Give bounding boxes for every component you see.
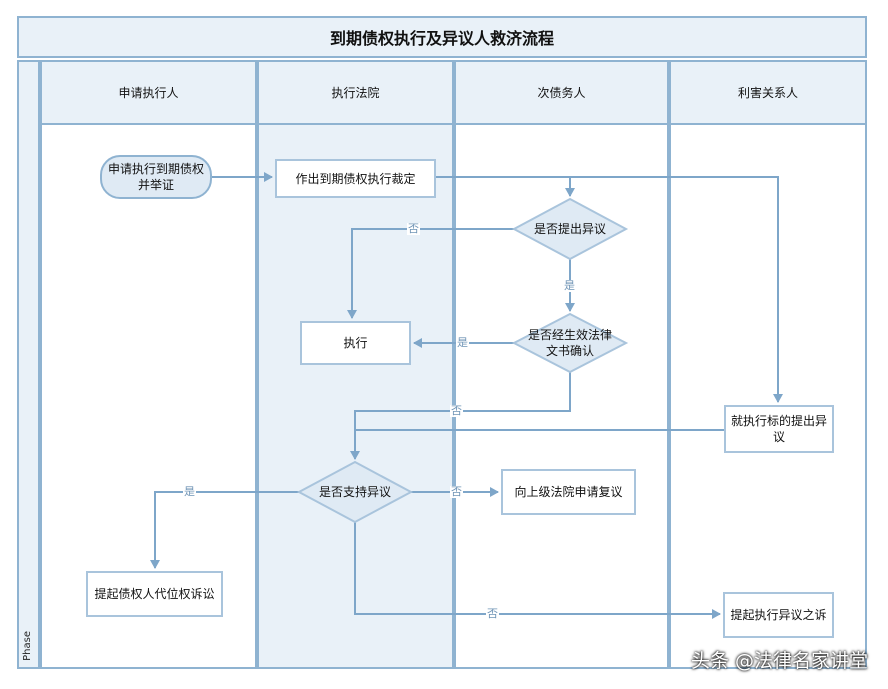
lane-header: 利害关系人 xyxy=(671,62,865,125)
edge-ruling-objection xyxy=(436,176,575,197)
edge-label-no: 否 xyxy=(407,222,420,235)
decision-effective-shape xyxy=(511,312,629,374)
process-node-third-party-objection: 就执行标的提出异议 xyxy=(724,405,834,453)
diagram-title: 到期债权执行及异议人救济流程 xyxy=(17,16,867,58)
process-node-review: 向上级法院申请复议 xyxy=(501,469,636,515)
lane-header: 申请执行人 xyxy=(42,62,255,125)
start-node-apply: 申请执行到期债权并举证 xyxy=(100,155,212,199)
decision-objection-label: 是否提出异议 xyxy=(533,222,606,236)
process-node-execute: 执行 xyxy=(300,321,411,365)
lane-sub-debtor: 次债务人 xyxy=(454,60,669,669)
edge-label-no: 否 xyxy=(450,485,463,498)
lane-header: 次债务人 xyxy=(456,62,667,125)
edge-ruling-third-party xyxy=(570,176,783,403)
edge-objection-no-execute xyxy=(347,228,514,319)
phase-column: Phase xyxy=(17,60,40,669)
lane-header: 执行法院 xyxy=(259,62,452,125)
decision-support-label: 是否支持异议 xyxy=(318,485,391,499)
edge-support-yes-subrogation xyxy=(150,491,299,569)
edge-label-yes: 是 xyxy=(563,279,576,292)
lane-interested-party: 利害关系人 xyxy=(669,60,867,669)
edge-label-no: 否 xyxy=(486,607,499,620)
decision-objection-shape xyxy=(511,197,629,261)
decision-effective-label: 是否经生效法律文书确认 xyxy=(527,328,612,358)
edge-label-yes: 是 xyxy=(183,485,196,498)
lane-applicant: 申请执行人 xyxy=(40,60,257,669)
edge-support-no-exec-suit xyxy=(354,522,721,619)
process-node-ruling: 作出到期债权执行裁定 xyxy=(275,159,436,198)
edge-label-yes: 是 xyxy=(456,336,469,349)
decision-support-shape xyxy=(296,460,414,524)
process-node-subrogation-suit: 提起债权人代位权诉讼 xyxy=(86,571,223,617)
edge-label-no: 否 xyxy=(450,404,463,417)
process-node-exec-objection-suit: 提起执行异议之诉 xyxy=(723,592,834,638)
watermark: 头条 @法律名家讲堂 xyxy=(690,650,868,672)
